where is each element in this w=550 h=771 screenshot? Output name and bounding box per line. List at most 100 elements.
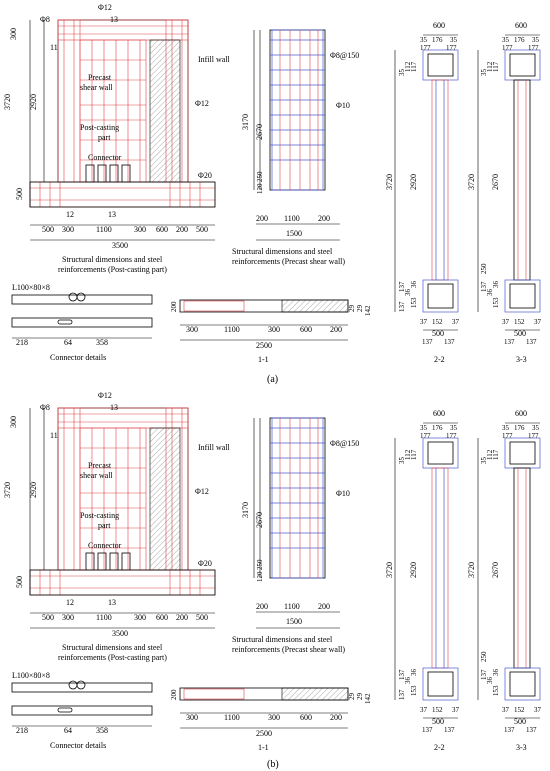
label-rebar-vertical: Φ10 bbox=[336, 101, 350, 110]
section33-left-bot-dim-2: 153 bbox=[492, 297, 500, 308]
section33-bot-sub-1: 137 bbox=[504, 338, 515, 346]
section33-bot-dim-3: 37 bbox=[534, 318, 542, 326]
bottom-dim-1: 500 bbox=[42, 225, 54, 234]
section22-caption: 2-2 bbox=[434, 355, 445, 364]
b-top-rebar-label-a: Φ8 bbox=[40, 403, 50, 412]
b-top-rebar-label-b: Φ12 bbox=[98, 391, 112, 400]
section22-sub-dim-1: 177 bbox=[420, 44, 431, 52]
section22-top-dim-2: 176 bbox=[432, 36, 443, 44]
side-num-11: 11 bbox=[50, 43, 58, 52]
connector-angle-label: L100×80×8 bbox=[12, 283, 50, 292]
top-rebar-label-b: Φ12 bbox=[98, 3, 112, 12]
b-section11-dim-2: 1100 bbox=[224, 713, 240, 722]
section33-left-top-dim-2: 112 bbox=[486, 61, 494, 72]
top-num-13: 13 bbox=[110, 15, 118, 24]
connector-caption: Connector details bbox=[50, 353, 106, 362]
bottom-num-13: 13 bbox=[108, 210, 116, 219]
label-infill-wall: Infill wall bbox=[198, 55, 231, 64]
b-section22-bot-dim-3: 37 bbox=[452, 706, 460, 714]
b-section11-dim-1: 300 bbox=[186, 713, 198, 722]
b-section22-bot-dim-2: 152 bbox=[432, 706, 443, 714]
b-dim-250: 250 bbox=[256, 559, 264, 570]
section33-bot-dim-1: 37 bbox=[502, 318, 510, 326]
label-connector: Connector bbox=[88, 153, 122, 162]
b-precast-dim-2: 1100 bbox=[284, 602, 300, 611]
b-section33-top-dim-1: 35 bbox=[502, 424, 510, 432]
section33-caption: 3-3 bbox=[516, 355, 527, 364]
section22-sub-dim-2: 177 bbox=[446, 44, 457, 52]
b-label-post-casting-line2: part bbox=[98, 521, 111, 530]
section11-caption: 1-1 bbox=[258, 355, 269, 364]
b-section22-left-bot-dim-1: 36 bbox=[410, 669, 418, 677]
dim-2670: 2670 bbox=[255, 124, 264, 140]
b-label-rebar-stirrup: Φ8@150 bbox=[330, 439, 359, 448]
b-connector-dim-1: 218 bbox=[16, 726, 28, 735]
section22-bot-sub-1: 137 bbox=[422, 338, 433, 346]
dim-3170: 3170 bbox=[241, 114, 250, 130]
b-precast-caption-line1: Structural dimensions and steel bbox=[232, 635, 333, 644]
b-section33-left-bot-dim-3: 36 bbox=[486, 677, 494, 685]
b-section33-bot-sub-2: 137 bbox=[526, 726, 537, 734]
b-bottom-dim-4: 300 bbox=[134, 613, 146, 622]
panel-b: Φ8 Φ12 13 11 300 3720 2920 500 Infill wa… bbox=[3, 391, 542, 770]
precast-dim-2: 1100 bbox=[284, 214, 300, 223]
b-section11-total-2500: 2500 bbox=[256, 729, 272, 738]
b-label-precast-line2: shear wall bbox=[80, 471, 113, 480]
b-section33-dim-2670: 2670 bbox=[491, 562, 500, 578]
b-connector-angle-label: L100×80×8 bbox=[12, 671, 50, 680]
section11-side-dim-3: 142 bbox=[364, 305, 372, 316]
b-total-3500: 3500 bbox=[112, 629, 128, 638]
connector-dim-3: 358 bbox=[96, 338, 108, 347]
section11-dim-4: 600 bbox=[300, 325, 312, 334]
section11-side-dim-1: 29 bbox=[348, 305, 356, 313]
section22-bot-500: 500 bbox=[432, 329, 444, 338]
section11-dim-1: 300 bbox=[186, 325, 198, 334]
section33-left-bot-dim-4: 137 bbox=[480, 281, 488, 292]
section22-bot-dim-2: 152 bbox=[432, 318, 443, 326]
b-section22-left-top-dim-2: 112 bbox=[404, 449, 412, 460]
b-section33-bot-dim-2: 152 bbox=[514, 706, 525, 714]
section33-dim-3720: 3720 bbox=[467, 174, 476, 190]
label-rebar-stirrup: Φ8@150 bbox=[330, 51, 359, 60]
b-section22-bot-500: 500 bbox=[432, 717, 444, 726]
section22-left-top-dim-2: 112 bbox=[404, 61, 412, 72]
b-dim-120: 120 bbox=[256, 571, 264, 582]
b-section33-left-top-dim-3: 117 bbox=[492, 449, 500, 460]
b-section22-top-dim-3: 35 bbox=[450, 424, 458, 432]
bottom-dim-6: 200 bbox=[176, 225, 188, 234]
b-precast-caption-line2: reinforcements (Precast shear wall) bbox=[232, 645, 345, 654]
total-3500: 3500 bbox=[112, 241, 128, 250]
label-post-casting-line1: Post-casting bbox=[80, 123, 119, 132]
b-section33-top-dim-3: 35 bbox=[532, 424, 540, 432]
section33-left-bot-dim-5: 250 bbox=[480, 263, 488, 274]
section22-bot-sub-2: 137 bbox=[444, 338, 455, 346]
b-section22-top-600: 600 bbox=[433, 409, 445, 418]
b-precast-dim-3: 200 bbox=[318, 602, 330, 611]
bottom-num-12: 12 bbox=[66, 210, 74, 219]
label-rebar-mid: Φ12 bbox=[195, 99, 209, 108]
b-section22-bot-sub-1: 137 bbox=[422, 726, 433, 734]
section33-top-dim-2: 176 bbox=[514, 36, 525, 44]
section22-left-bot-dim-5: 137 bbox=[398, 301, 406, 312]
b-total-1500: 1500 bbox=[286, 617, 302, 626]
section22-dim-2920: 2920 bbox=[409, 174, 418, 190]
section33-left-bot-dim-3: 36 bbox=[486, 289, 494, 297]
b-connector-dim-2: 64 bbox=[64, 726, 72, 735]
dim-120: 120 bbox=[256, 183, 264, 194]
b-precast-dim-1: 200 bbox=[256, 602, 268, 611]
section11-total-2500: 2500 bbox=[256, 341, 272, 350]
section11-side-dim-2: 29 bbox=[356, 305, 364, 313]
b-dim-3170: 3170 bbox=[241, 502, 250, 518]
label-precast-line2: shear wall bbox=[80, 83, 113, 92]
b-section22-sub-dim-2: 177 bbox=[446, 432, 457, 440]
b-section11-dim-4: 600 bbox=[300, 713, 312, 722]
section33-left-bot-dim-1: 36 bbox=[492, 281, 500, 289]
b-section22-left-bot-dim-5: 137 bbox=[398, 689, 406, 700]
b-section33-sub-dim-1: 177 bbox=[502, 432, 513, 440]
section11-dim-3: 300 bbox=[268, 325, 280, 334]
section22-top-dim-3: 35 bbox=[450, 36, 458, 44]
b-bottom-dim-2: 300 bbox=[62, 613, 74, 622]
panel-a-label: (a) bbox=[267, 374, 278, 385]
connector-dim-2: 64 bbox=[64, 338, 72, 347]
